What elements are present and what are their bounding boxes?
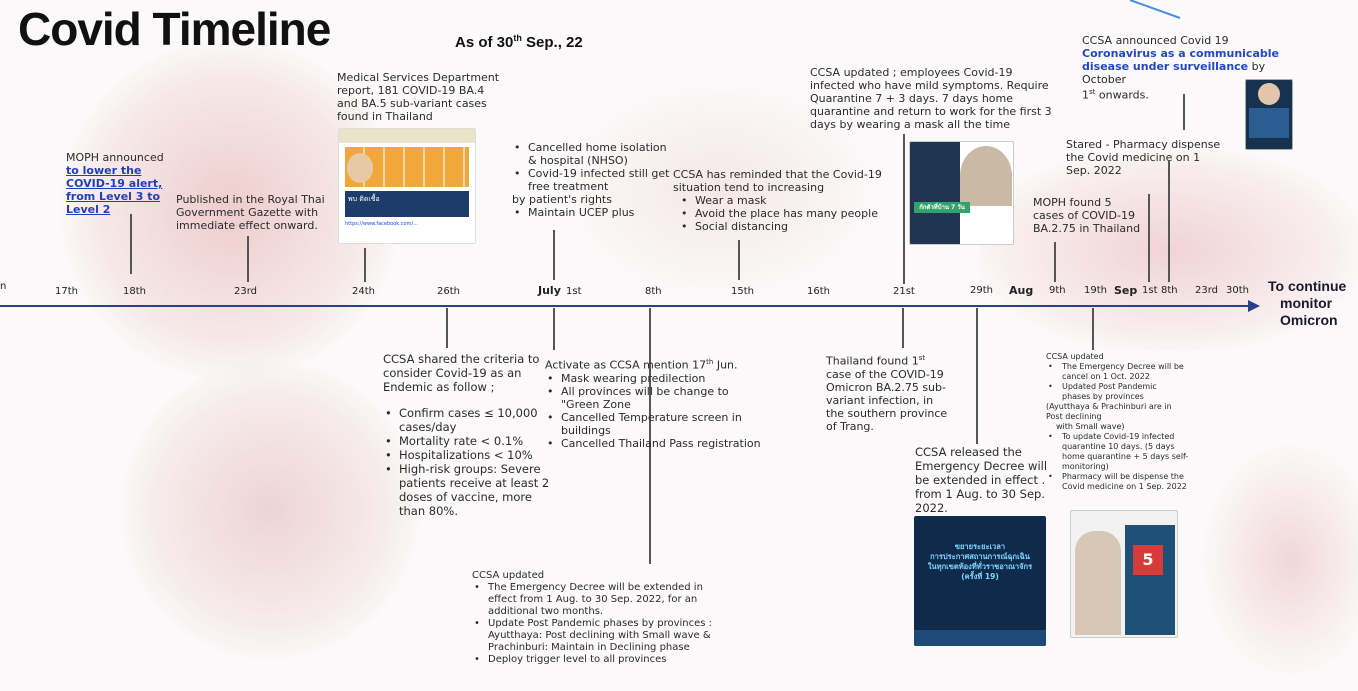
event-15-jul: CCSA has reminded that the Covid-19 situ… bbox=[673, 168, 903, 233]
connector-19sep bbox=[1092, 308, 1094, 350]
connector-21-above bbox=[903, 134, 905, 284]
connector-1jul-below bbox=[553, 308, 555, 350]
page-title: Covid Timeline bbox=[18, 3, 331, 55]
event-8-sep: CCSA announced Covid 19 Coronavirus as a… bbox=[1082, 34, 1279, 102]
connector-1jul-above bbox=[553, 230, 555, 280]
quarantine-infographic-thumbnail: กักตัวที่บ้าน 7 วัน bbox=[909, 141, 1014, 245]
event-19-sep: CCSA updated The Emergency Decree will b… bbox=[1046, 352, 1206, 492]
tick-8: 8th bbox=[645, 286, 662, 297]
lower-alert-link[interactable]: to lower the bbox=[66, 164, 142, 177]
event-21-jul-below: Thailand found 1st case of the COVID-19 … bbox=[826, 354, 948, 433]
tick-30sep: 30th bbox=[1226, 285, 1249, 296]
tick-21: 21st bbox=[893, 286, 915, 297]
tick-24: 24th bbox=[352, 286, 375, 297]
continue-monitor-label: To continue monitor Omicron bbox=[1268, 278, 1347, 328]
tick-29: 29th bbox=[970, 285, 993, 296]
event-21-jul-above: CCSA updated ; employees Covid-19 infect… bbox=[810, 66, 1052, 131]
emergency-decree-thumbnail: ขยายระยะเวลา การประกาศสถานการณ์ฉุกเฉิน ใ… bbox=[914, 516, 1046, 646]
connector-15 bbox=[738, 240, 740, 280]
connector-9aug bbox=[1054, 242, 1056, 282]
connector-29 bbox=[976, 308, 978, 444]
tick-sep: Sep bbox=[1114, 284, 1138, 297]
tick-1sep: 1st bbox=[1142, 285, 1158, 296]
timeline-axis bbox=[0, 305, 1252, 307]
event-1-jul-above: Cancelled home isolation& hospital (NHSO… bbox=[512, 141, 680, 219]
tick-9aug: 9th bbox=[1049, 285, 1066, 296]
connector-8sep-lower bbox=[1168, 160, 1170, 282]
tick-17: 17th bbox=[55, 286, 78, 297]
quarantine-5-days-thumbnail: 5 bbox=[1070, 510, 1178, 638]
event-8-jul: CCSA updated The Emergency Decree will b… bbox=[472, 570, 772, 666]
tick-aug: Aug bbox=[1009, 284, 1034, 297]
virus-background-4 bbox=[1200, 440, 1358, 680]
tick-19: 19th bbox=[1084, 285, 1107, 296]
tick-15: 15th bbox=[731, 286, 754, 297]
tick-1jul: 1st bbox=[566, 286, 582, 297]
connector-26 bbox=[446, 308, 448, 348]
connector-1sep bbox=[1148, 194, 1150, 282]
tick-16: 16th bbox=[807, 286, 830, 297]
callout-arrow-icon bbox=[1129, 0, 1181, 19]
tick-26: 26th bbox=[437, 286, 460, 297]
connector-24 bbox=[364, 248, 366, 282]
tick-july: July bbox=[538, 284, 561, 297]
as-of-date: As of 30th Sep., 22 bbox=[455, 33, 583, 51]
connector-23 bbox=[247, 236, 249, 282]
event-29-jul: CCSA released the Emergency Decree will … bbox=[915, 445, 1048, 515]
event-18-jun: MOPH announced to lower the COVID-19 ale… bbox=[66, 151, 186, 216]
event-9-aug: MOPH found 5 cases of COVID-19 BA.2.75 i… bbox=[1033, 196, 1141, 235]
tick-8sep: 8th bbox=[1161, 285, 1178, 296]
tick-23: 23rd bbox=[234, 286, 258, 297]
event-26-jun: CCSA shared the criteria to consider Cov… bbox=[383, 352, 563, 518]
event-23-jun: Published in the Royal Thai Government G… bbox=[176, 193, 325, 232]
surveillance-announcement-thumbnail bbox=[1245, 79, 1293, 150]
connector-21-below bbox=[902, 308, 904, 348]
event-1-jul-below: Activate as CCSA mention 17th Jun. Mask … bbox=[545, 356, 785, 450]
connector-18 bbox=[130, 214, 132, 274]
connector-8sep-upper bbox=[1183, 94, 1185, 130]
event-24-jun: Medical Services Department report, 181 … bbox=[337, 71, 500, 123]
timeline-arrowhead-icon bbox=[1248, 300, 1260, 312]
tick-cut: n bbox=[0, 281, 7, 292]
tick-23sep: 23rd bbox=[1195, 285, 1219, 296]
event-1-sep: Stared - Pharmacy dispense the Covid med… bbox=[1066, 138, 1221, 177]
msd-report-thumbnail: พบ ติดเชื้อ https://www.facebook.com/... bbox=[338, 128, 476, 244]
tick-18: 18th bbox=[123, 286, 146, 297]
virus-background-2 bbox=[120, 360, 420, 660]
